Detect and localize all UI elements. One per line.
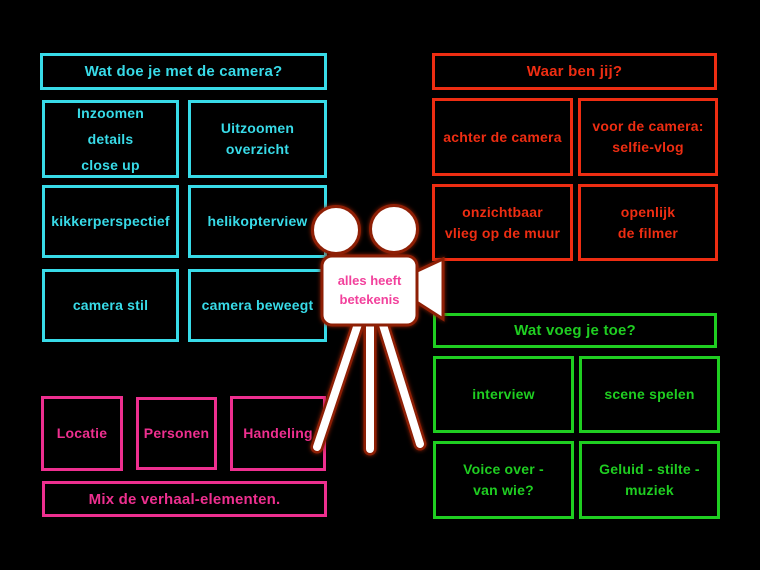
section-header-label: Wat doe je met de camera? [84,63,283,80]
section-header-what-do-you-add: Wat voeg je toe? [433,313,717,348]
box-scene-spelen: scene spelen [579,356,720,433]
tripod-leg-right [375,308,424,448]
box-interview: interview [433,356,574,433]
section-header-camera-actions: Wat doe je met de camera? [40,53,327,90]
section-header-where-are-you: Waar ben jij? [432,53,717,90]
box-label: camera beweegt [201,297,314,313]
box-label: Mix de verhaal-elementen. [88,490,281,508]
box-inzoomen: Inzoomen details close up [42,100,179,178]
camera-caption: alles heeft betekenis [337,273,402,307]
box-voice-over: Voice over - van wie? [433,441,574,519]
box-label: Handeling [243,425,313,441]
box-openlijk: openlijk de filmer [578,184,718,261]
box-label: kikkerperspectief [51,213,170,229]
film-reel-left [311,205,361,255]
camera-body [320,254,419,327]
box-label: Locatie [56,425,108,441]
box-label: achter de camera [443,128,562,145]
film-reel-right [369,204,419,254]
box-personen: Personen [136,397,217,470]
box-camera-stil: camera stil [42,269,179,342]
film-camera-icon [310,204,445,456]
box-onzichtbaar: onzichtbaar vlieg op de muur [432,184,573,261]
box-locatie: Locatie [41,396,123,471]
box-achter-de-camera: achter de camera [432,98,573,176]
tripod-leg-left [313,308,366,451]
box-label: camera stil [72,297,149,313]
box-geluid-stilte-muziek: Geluid - stilte - muziek [579,441,720,519]
box-label: Uitzoomen overzicht [220,120,295,157]
box-label: helikopterview [207,213,308,229]
box-voor-de-camera: voor de camera: selfie-vlog [578,98,718,176]
section-header-label: Waar ben jij? [526,63,623,80]
camera-lens [413,256,445,322]
tripod-legs [310,305,427,456]
box-label: scene spelen [604,386,695,402]
box-mix-verhaal-elementen: Mix de verhaal-elementen. [42,481,327,517]
box-label: Inzoomen details close up [77,105,144,173]
box-label: voor de camera: selfie-vlog [592,118,704,155]
box-label: Personen [143,425,210,441]
box-label: interview [472,386,535,402]
section-header-label: Wat voeg je toe? [514,322,636,339]
box-kikkerperspectief: kikkerperspectief [42,185,179,258]
box-uitzoomen: Uitzoomen overzicht [188,100,327,178]
box-label: Geluid - stilte - muziek [599,461,700,498]
box-label: onzichtbaar vlieg op de muur [444,203,561,241]
box-label: openlijk de filmer [617,203,679,241]
box-label: Voice over - van wie? [463,461,544,498]
